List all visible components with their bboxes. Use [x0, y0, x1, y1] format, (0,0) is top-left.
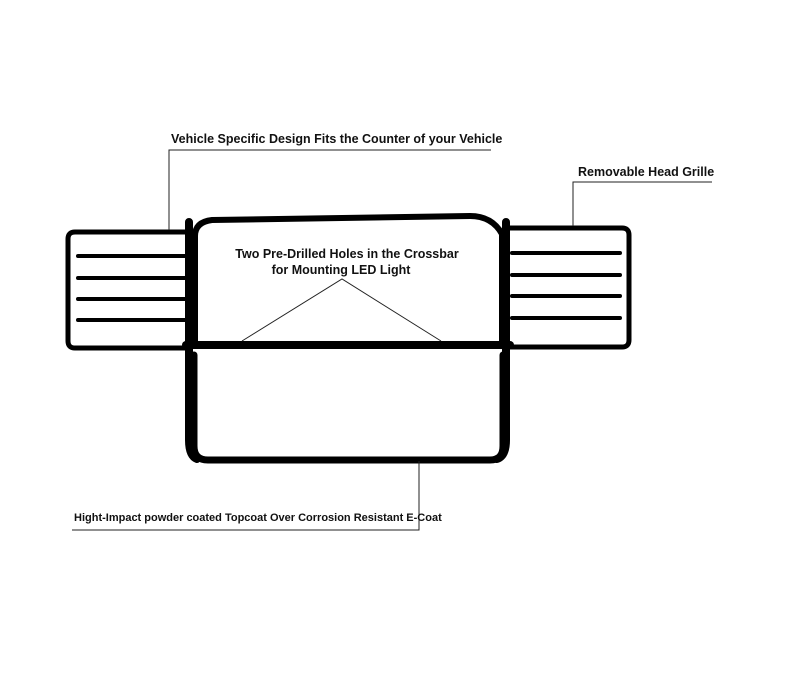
callout-holes-line2: for Mounting LED Light: [272, 263, 412, 277]
callout-holes-line1: Two Pre-Drilled Holes in the Crossbar: [235, 247, 459, 261]
callout-grille-text: Removable Head Grille: [578, 165, 714, 179]
right-wing-slats: [510, 251, 622, 320]
leader-line: [572, 181, 712, 226]
callout-grille: Removable Head Grille: [572, 165, 714, 226]
left-wing-slats: [76, 254, 188, 322]
leader-line: [168, 149, 491, 230]
lower-hoop: [190, 351, 507, 464]
holes-pointer-lines: [241, 278, 442, 342]
upper-hoop: [192, 213, 505, 348]
callout-design-text: Vehicle Specific Design Fits the Counter…: [171, 132, 502, 146]
callout-holes: Two Pre-Drilled Holes in the Crossbar fo…: [235, 247, 459, 342]
right-wing-frame: [505, 225, 632, 350]
leader-line: [72, 461, 420, 531]
left-wing-frame: [65, 229, 191, 351]
callout-design: Vehicle Specific Design Fits the Counter…: [168, 132, 502, 230]
callout-coating-text: Hight-Impact powder coated Topcoat Over …: [74, 512, 442, 524]
grille-guard-illustration: [65, 213, 632, 464]
callout-coating: Hight-Impact powder coated Topcoat Over …: [72, 461, 442, 531]
